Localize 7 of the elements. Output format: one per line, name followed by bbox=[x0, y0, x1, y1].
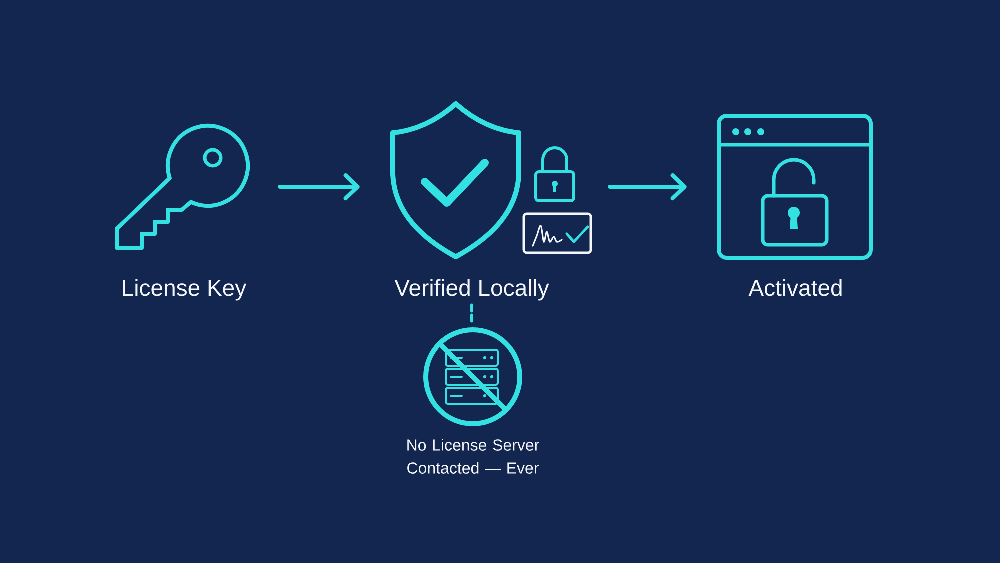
step-label: License Key bbox=[123, 279, 247, 301]
step-label: Verified Locally bbox=[394, 279, 550, 301]
step-label: Activated bbox=[748, 279, 842, 296]
arrow bbox=[278, 174, 360, 200]
dashed-line bbox=[470, 304, 474, 324]
arrow bbox=[608, 174, 687, 200]
step-label: No License Server Contacted — Ever bbox=[408, 439, 540, 474]
